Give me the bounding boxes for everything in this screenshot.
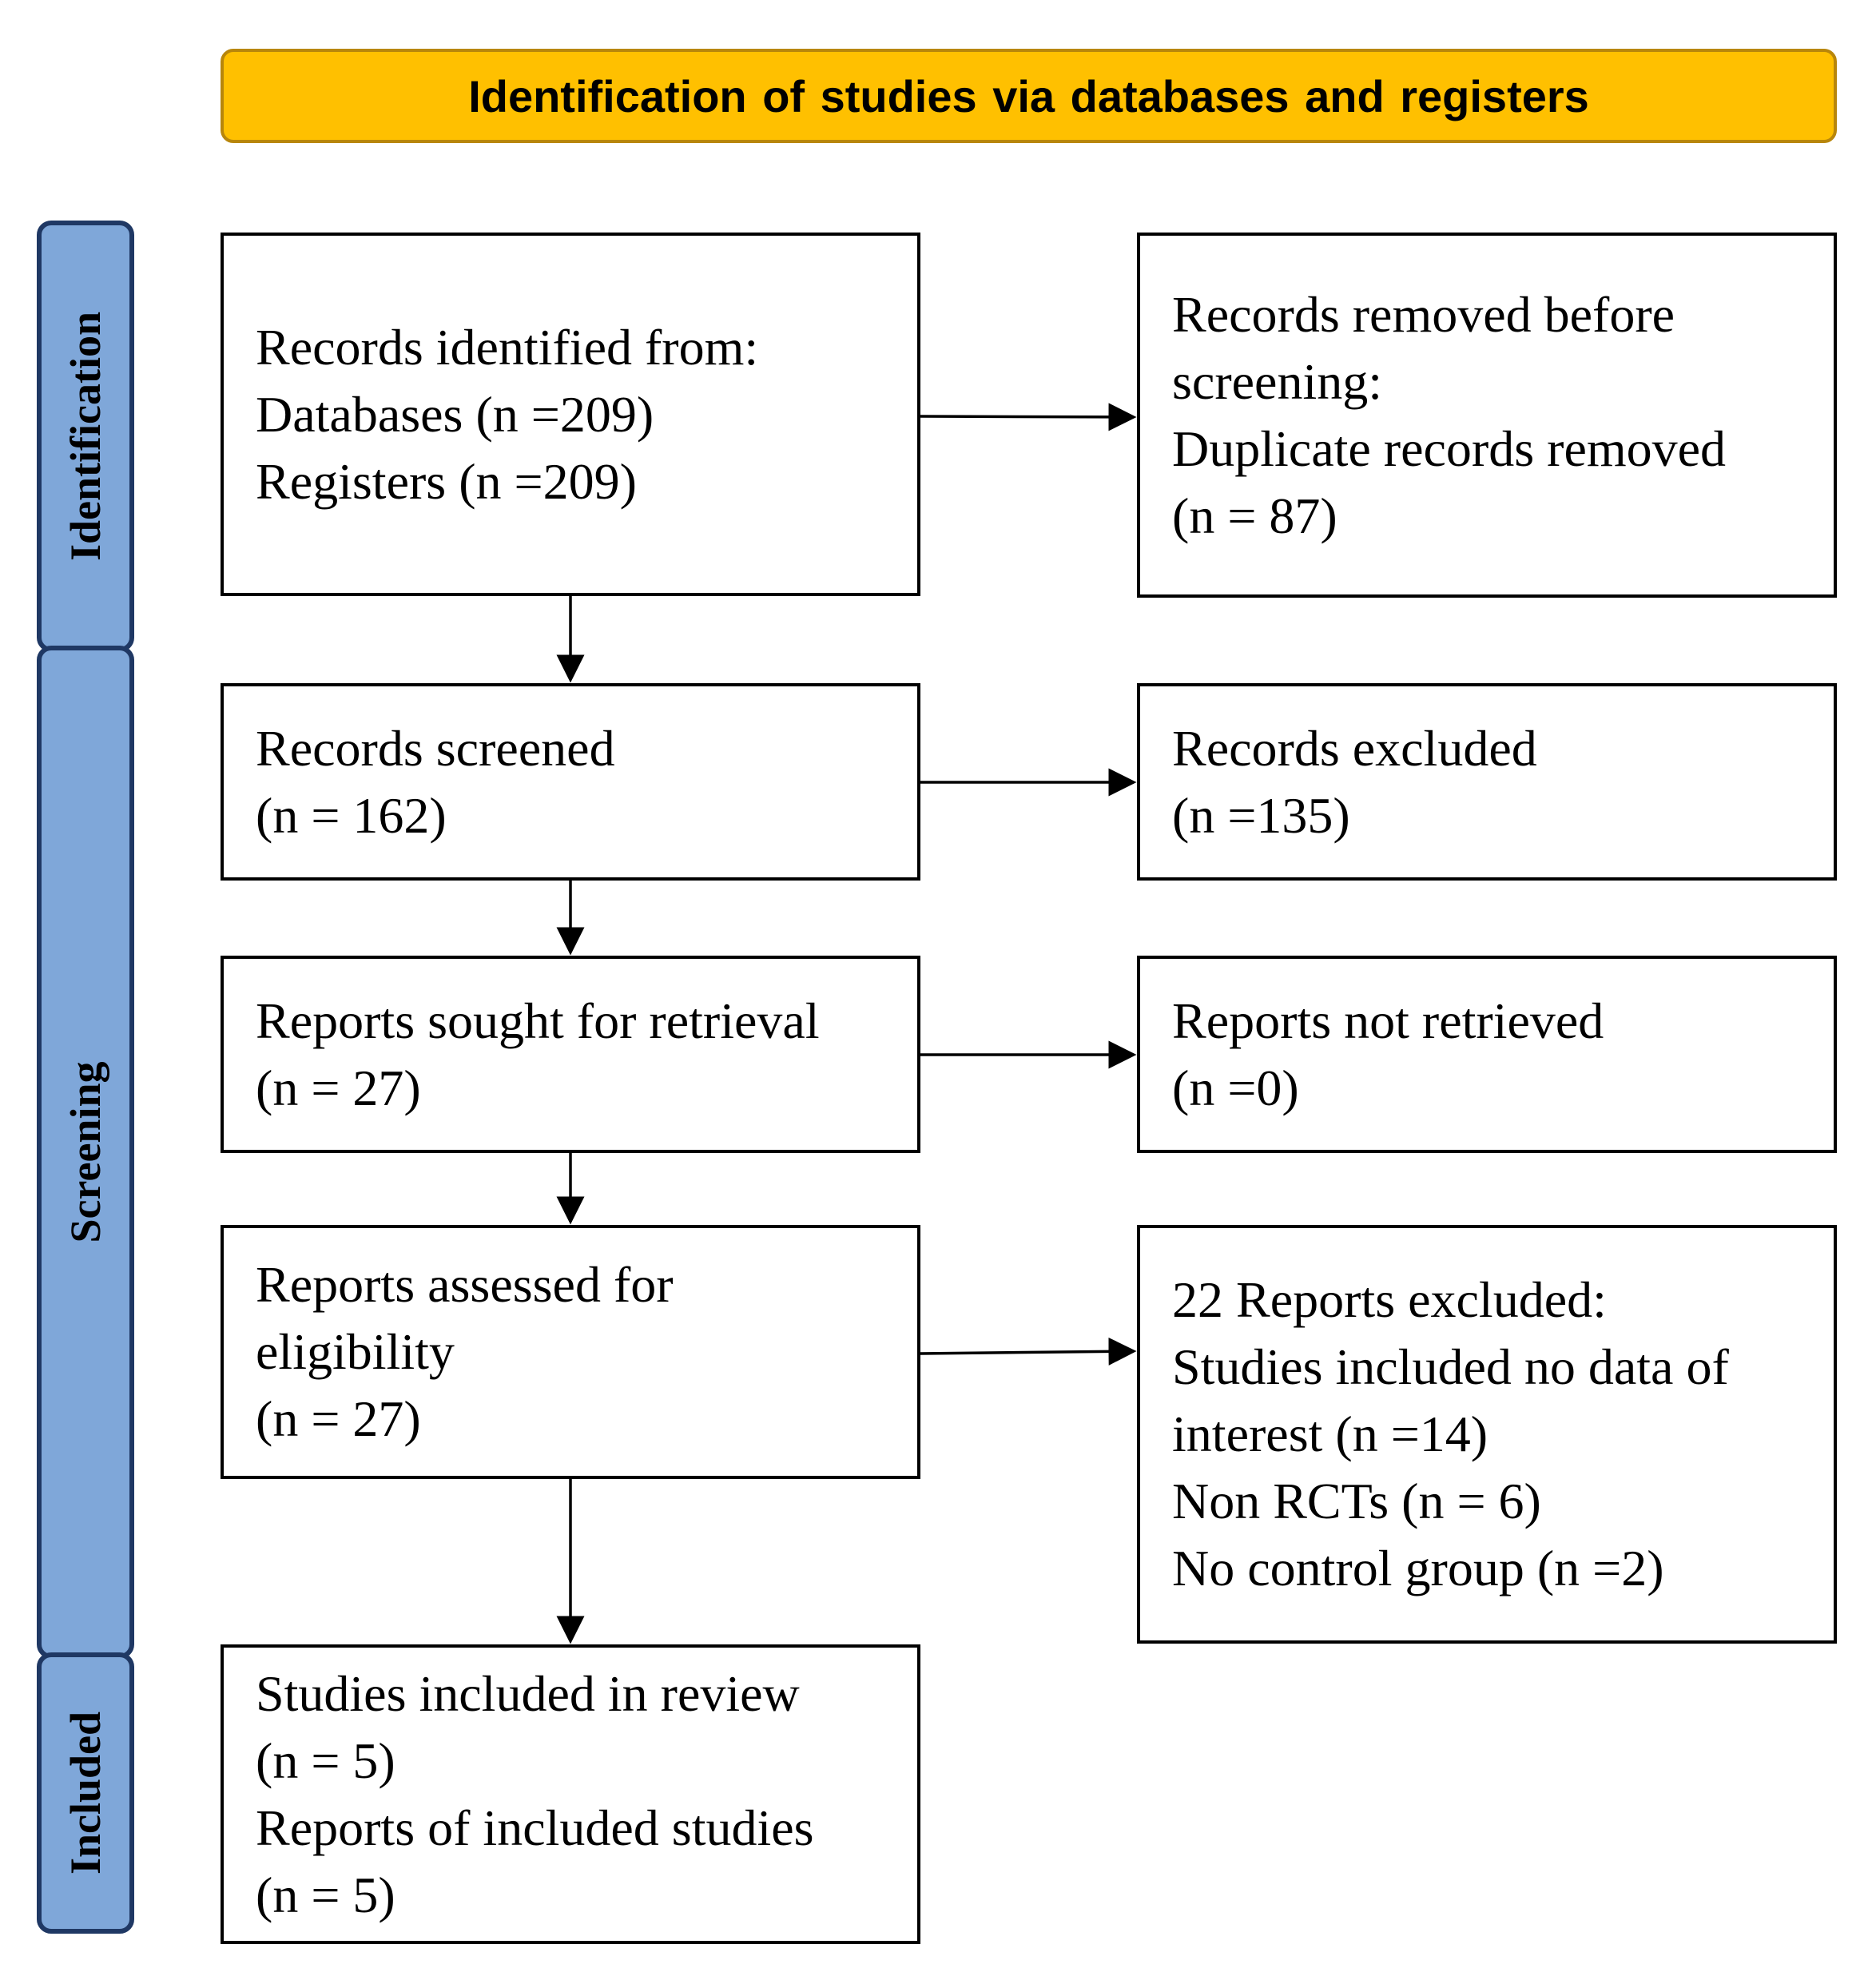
box-line: Studies included no data of xyxy=(1172,1338,1729,1395)
box-line: Non RCTs (n = 6) xyxy=(1172,1473,1541,1529)
records-screened-box: Records screened (n = 162) xyxy=(221,683,920,881)
arrow-identified-to-removed xyxy=(920,403,1137,431)
header-title: Identification of studies via databases … xyxy=(468,70,1589,121)
box-line: (n = 87) xyxy=(1172,487,1337,544)
box-line: Reports of included studies xyxy=(256,1799,814,1856)
box-line: (n = 5) xyxy=(256,1732,395,1789)
box-line: (n = 5) xyxy=(256,1866,395,1923)
diagram-header: Identification of studies via databases … xyxy=(221,49,1837,143)
box-line: Registers (n =209) xyxy=(256,452,637,510)
records-identified-box: Records identified from: Databases (n =2… xyxy=(221,233,920,596)
studies-included-box: Studies included in review (n = 5) Repor… xyxy=(221,1644,920,1944)
box-line: Records removed before xyxy=(1172,285,1675,343)
box-line: Reports not retrieved xyxy=(1172,992,1604,1049)
phase-included: Included xyxy=(37,1652,134,1934)
box-line: Databases (n =209) xyxy=(256,385,654,443)
reports-excluded-box: 22 Reports excluded: Studies included no… xyxy=(1137,1225,1837,1644)
box-line: eligibility xyxy=(256,1323,455,1380)
records-removed-box: Records removed before screening: Duplic… xyxy=(1137,233,1837,598)
reports-assessed-box: Reports assessed for eligibility (n = 27… xyxy=(221,1225,920,1479)
records-excluded-box: Records excluded (n =135) xyxy=(1137,683,1837,881)
box-line: Records identified from: xyxy=(256,318,759,376)
box-line: Records excluded xyxy=(1172,719,1537,777)
box-line: (n = 27) xyxy=(256,1059,421,1116)
arrow-assessed-to-reports-excluded xyxy=(920,1337,1137,1366)
box-line: Studies included in review xyxy=(256,1664,800,1722)
box-line: (n = 162) xyxy=(256,786,447,844)
reports-sought-box: Reports sought for retrieval (n = 27) xyxy=(221,956,920,1153)
box-line: (n =135) xyxy=(1172,786,1350,844)
box-line: 22 Reports excluded: xyxy=(1172,1271,1607,1328)
box-line: (n =0) xyxy=(1172,1059,1299,1116)
box-line: (n = 27) xyxy=(256,1390,421,1447)
reports-not-retrieved-box: Reports not retrieved (n =0) xyxy=(1137,956,1837,1153)
phase-screening: Screening xyxy=(37,646,134,1659)
box-line: Reports sought for retrieval xyxy=(256,992,820,1049)
box-line: No control group (n =2) xyxy=(1172,1540,1664,1596)
box-line: Duplicate records removed xyxy=(1172,419,1727,477)
box-line: Reports assessed for xyxy=(256,1256,674,1313)
box-line: interest (n =14) xyxy=(1172,1406,1488,1462)
box-line: Records screened xyxy=(256,719,615,777)
box-line: screening: xyxy=(1172,352,1382,410)
